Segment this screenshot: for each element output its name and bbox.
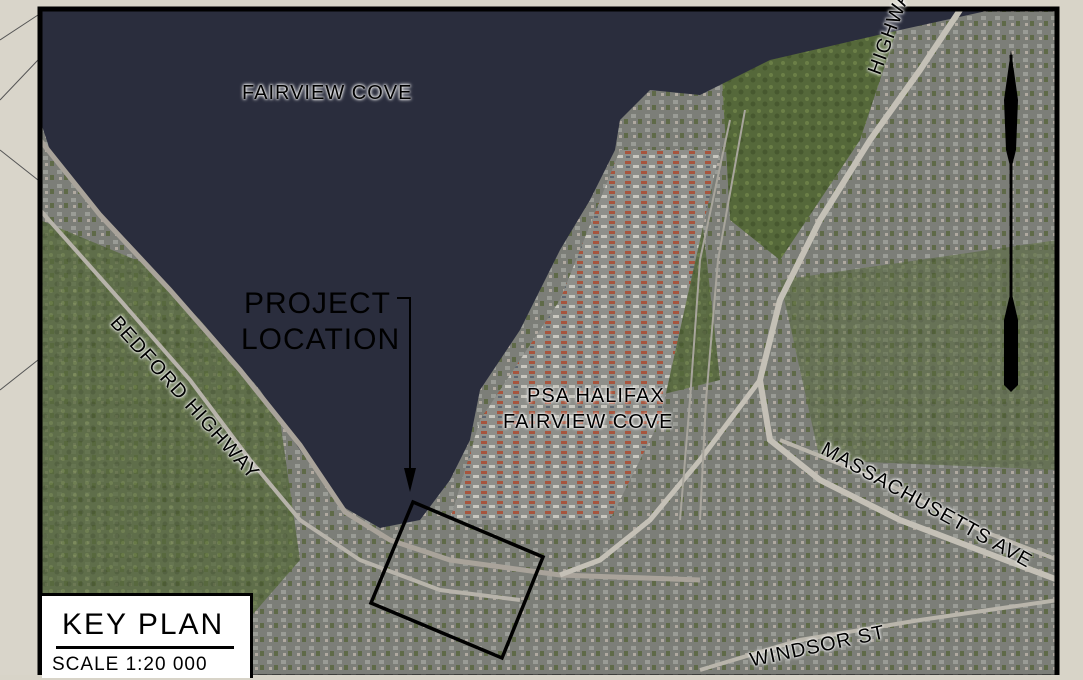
key-plan-rule [56, 646, 234, 649]
fairview-cove-water [40, 8, 1000, 528]
north-arrow-icon [1004, 50, 1018, 392]
label-psa-halifax: PSA HALIFAX [527, 385, 665, 407]
key-plan-scale: SCALE 1:20 000 [52, 654, 208, 675]
highway-111-road [756, 8, 1060, 583]
label-psa-fairview-cove: FAIRVIEW COVE [503, 411, 674, 433]
label-location: LOCATION [241, 323, 401, 356]
label-project: PROJECT [244, 287, 392, 320]
vegetation-west [40, 220, 300, 675]
outside-frame-strip [0, 0, 40, 675]
vegetation-north [720, 20, 900, 260]
key-plan-title: KEY PLAN [62, 608, 225, 641]
key-plan-box: KEY PLAN SCALE 1:20 000 [42, 593, 253, 678]
massachusetts-ave-road [779, 438, 1059, 562]
windsor-st-road [699, 598, 1059, 672]
vegetation-east [780, 240, 1058, 470]
project-location-box [368, 499, 546, 661]
project-leader-line [397, 297, 411, 470]
bedford-highway-road [38, 208, 521, 602]
label-fairview-cove: FAIRVIEW COVE [242, 82, 413, 104]
container-terminal [450, 150, 720, 520]
project-arrowhead [404, 468, 416, 492]
